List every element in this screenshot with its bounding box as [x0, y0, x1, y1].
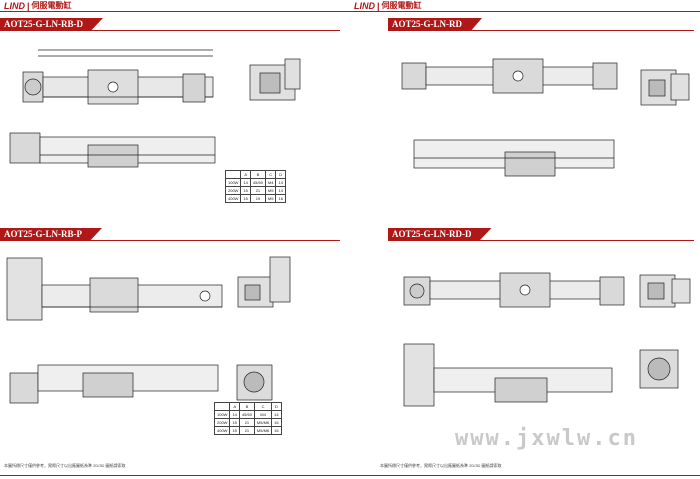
table-row: 400W 15 19 M5 16: [224, 194, 286, 203]
panel-title-rd-d: AOT25-G-LN-RD-D: [388, 228, 492, 241]
drawing-rd-side: [640, 69, 690, 106]
header-rule: [350, 11, 700, 12]
drawing-rb-p-end: [236, 364, 273, 401]
drawing-rd-d-end: [639, 349, 679, 389]
panel-rule: [388, 30, 694, 31]
drawing-rb-d-front: [9, 132, 216, 168]
table-row: 100W 14 45/60 M4 14: [224, 178, 286, 187]
drawing-rb-d-side: [249, 58, 301, 101]
footer-rule: [350, 475, 700, 476]
drawing-rd-front: [413, 139, 615, 177]
panel-rule: [0, 30, 340, 31]
footer-rule: [0, 475, 350, 476]
footer-note: 本圖所標尺寸僅供參考，實際尺寸以出廠圖紙為準 2D/3D 圖紙請索取: [4, 463, 126, 468]
left-page: LIND|伺服電動缸 AOT25-G-LN-RB-D: [0, 0, 350, 476]
drawing-rd-d-side: [639, 274, 691, 308]
brand-logo: LIND|伺服電動缸: [350, 0, 426, 11]
brand-logo: LIND|伺服電動缸: [0, 0, 76, 11]
table-row: 200W 15 21 M5 14: [224, 186, 286, 195]
header-rule: [0, 11, 350, 12]
panel-title-rb-p: AOT25-G-LN-RB-P: [0, 228, 102, 241]
panel-rule: [388, 240, 694, 241]
drawing-rb-p-front: [9, 364, 219, 404]
panel-rule: [0, 240, 340, 241]
drawing-rd-d-top: [403, 272, 625, 308]
footer-note: 本圖所標尺寸僅供參考，實際尺寸以出廠圖紙為準 2D/3D 圖紙請索取: [380, 463, 502, 468]
drawing-rd-d-front: [403, 343, 613, 407]
table-row: 400W 15 21 M5/M6 16: [213, 426, 282, 435]
drawing-rb-p-top: [6, 257, 223, 321]
table-row: 200W 15 21 M5/M6 16: [213, 418, 282, 427]
spec-table: A B C D 100W 14 45/60 M4 14 200W 15 21 M…: [213, 402, 282, 435]
right-page: LIND|伺服電動缸 AOT25-G-LN-RD AOT25-G-LN-RD-D: [350, 0, 700, 479]
drawing-rd-top: [401, 58, 618, 94]
panel-title-rd: AOT25-G-LN-RD: [388, 18, 482, 31]
drawing-rb-p-side: [237, 256, 291, 308]
table-row: 100W 14 45/60 M4 14: [213, 410, 282, 419]
spec-table: A B C D 100W 14 45/60 M4 14 200W 15 21 M…: [224, 170, 286, 203]
panel-title-rb-d: AOT25-G-LN-RB-D: [0, 18, 103, 31]
watermark: www.jxwlw.cn: [455, 426, 638, 451]
drawing-rb-d-top: [22, 49, 214, 105]
